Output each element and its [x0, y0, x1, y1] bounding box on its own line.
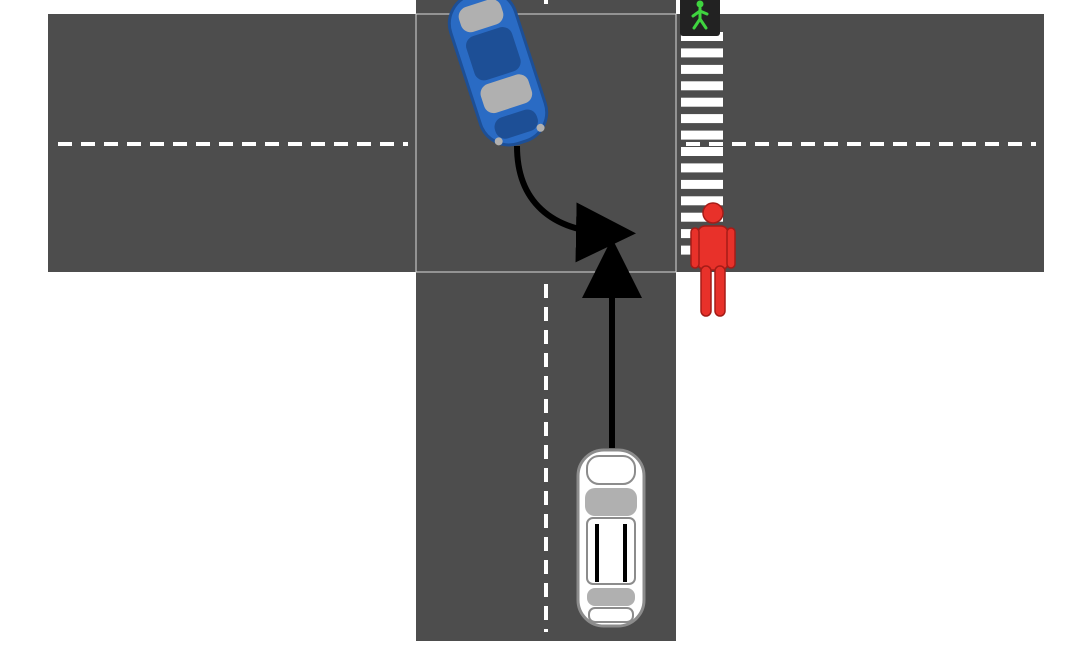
crosswalk-stripe [681, 32, 723, 41]
blue-car [447, 0, 549, 147]
blue-car-headlight-left [494, 137, 503, 146]
walk-person-icon [691, 0, 709, 30]
white-car-roof [586, 517, 636, 585]
blue-car-turn-arrow [514, 145, 636, 263]
pedestrian-leg-right [714, 265, 726, 317]
intersection-box [415, 13, 677, 273]
crosswalk-stripe [681, 212, 723, 222]
crosswalk-stripe [681, 147, 723, 156]
walk-signal [680, 0, 720, 36]
crosswalk-stripe [681, 130, 723, 140]
white-car [576, 448, 646, 628]
crosswalk-stripe [681, 97, 723, 107]
crosswalk-stripe [681, 179, 723, 189]
white-car-rear-glass [587, 588, 635, 606]
pedestrian-arm-right [726, 227, 736, 269]
blue-car-rear-glass [458, 0, 504, 33]
white-car-windshield [585, 488, 637, 516]
pedestrian-torso [697, 225, 729, 271]
white-car-sunroof-right [623, 524, 627, 582]
blue-car-headlight-right [536, 123, 545, 132]
crosswalk-stripe [681, 114, 723, 124]
pedestrian-leg-left [700, 265, 712, 317]
pedestrian-arm-left [690, 227, 700, 269]
white-car-hood [586, 455, 636, 485]
blue-car-roof [466, 27, 521, 81]
white-car-sunroof [595, 524, 599, 582]
crosswalk-stripe [681, 81, 723, 91]
pedestrian [690, 202, 736, 317]
blue-car-hood [494, 109, 538, 139]
white-car-trunk [588, 607, 634, 623]
crosswalk-stripe [681, 64, 723, 74]
crosswalk-stripe [681, 163, 723, 173]
lane-markings [58, 0, 1036, 632]
pedestrian-head [702, 202, 724, 224]
crosswalk-stripe [681, 48, 723, 58]
blue-car-windshield [480, 74, 533, 114]
vehicle-paths [514, 145, 642, 448]
crosswalk-stripe [681, 196, 723, 206]
